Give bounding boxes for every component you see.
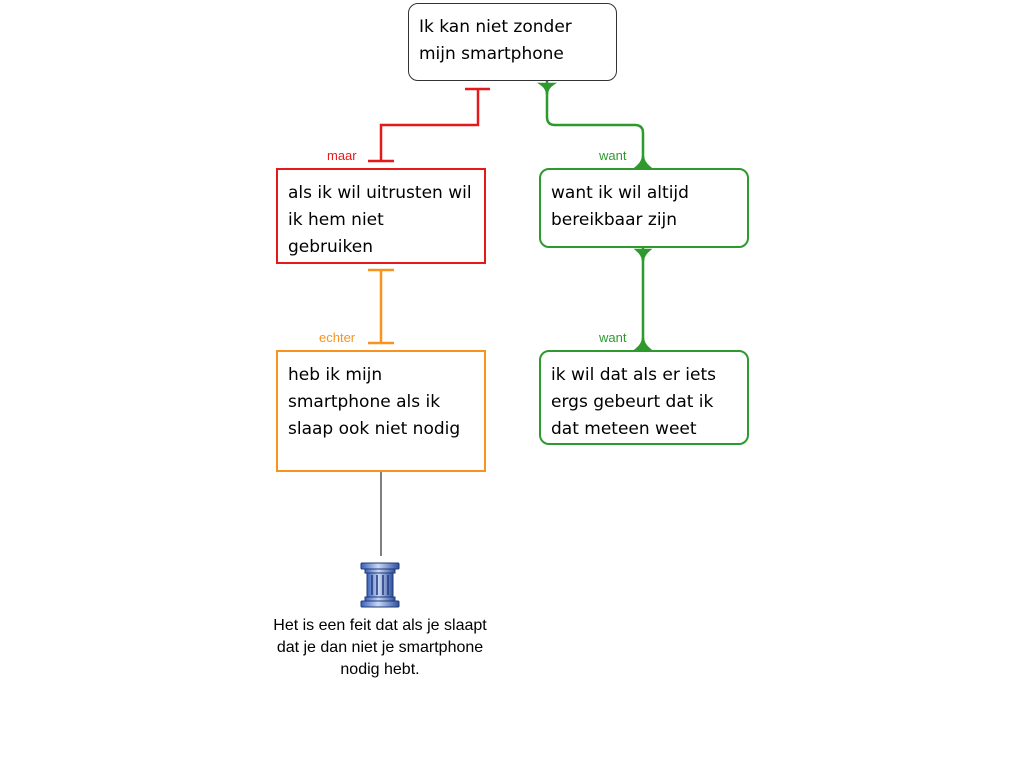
root-claim-text: Ik kan niet zonder mijn smartphone — [419, 17, 572, 64]
reason-label: want — [599, 148, 627, 163]
rebuttal-connector — [368, 268, 394, 345]
sub-reason-connector — [633, 248, 653, 351]
source-text: Het is een feit dat als je slaapt dat je… — [273, 617, 487, 678]
reason-text: want ik wil altijd bereikbaar zijn — [551, 183, 689, 230]
reason-box[interactable]: want ik wil altijd bereikbaar zijn — [539, 168, 749, 248]
root-claim-box[interactable]: Ik kan niet zonder mijn smartphone — [408, 3, 617, 81]
rebuttal-label: echter — [319, 330, 356, 345]
sub-reason-label: want — [599, 330, 627, 345]
objection-text: als ik wil uitrusten wil ik hem niet geb… — [288, 183, 472, 257]
objection-box[interactable]: als ik wil uitrusten wil ik hem niet geb… — [276, 168, 486, 264]
pillar-icon[interactable] — [359, 562, 401, 608]
rebuttal-box[interactable]: heb ik mijn smartphone als ik slaap ook … — [276, 350, 486, 472]
rebuttal-text: heb ik mijn smartphone als ik slaap ook … — [288, 365, 461, 439]
reason-connector — [536, 81, 653, 169]
sub-reason-text: ik wil dat als er iets ergs gebeurt dat … — [551, 365, 716, 439]
objection-label: maar — [327, 148, 357, 163]
objection-connector — [368, 87, 490, 163]
sub-reason-box[interactable]: ik wil dat als er iets ergs gebeurt dat … — [539, 350, 749, 445]
